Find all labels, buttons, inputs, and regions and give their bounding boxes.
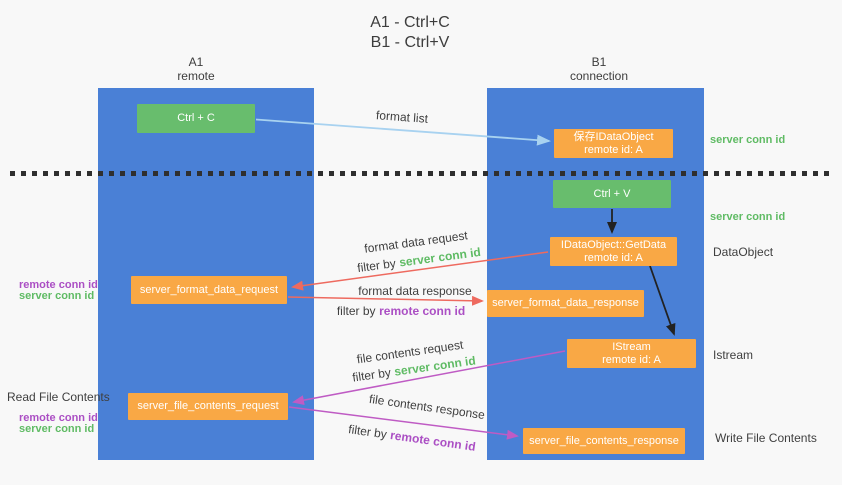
remote-conn-id-label: remote conn id [19,279,98,291]
lane-header-b1: B1 connection [539,55,659,83]
node-save-idataobject: 保存IDataObject remote id: A [554,129,673,158]
filter-by-text: filter by [356,256,397,276]
node-server-format-data-response-label: server_format_data_response [492,297,639,309]
server-conn-id-label: server conn id [19,290,95,302]
node-server-file-contents-response: server_file_contents_response [523,428,685,454]
node-server-file-contents-request: server_file_contents_request [128,393,288,420]
format-list-label: format list [375,108,429,126]
node-server-format-data-request-label: server_format_data_request [139,283,279,296]
node-save-idataobject-line2: remote id: A [584,143,643,156]
remote-conn-id-label: remote conn id [19,412,98,424]
title-line-2: B1 - Ctrl+V [370,34,450,51]
server-conn-id-label-mid: server conn id [710,211,786,223]
node-server-format-data-response: server_format_data_response [487,290,644,317]
node-istream-line1: IStream [612,340,651,353]
lane-a1-subtitle: remote [177,69,215,83]
remote-conn-id-text: remote conn id [379,304,466,318]
dataobject-label: DataObject [713,245,774,259]
node-server-file-contents-response-label: server_file_contents_response [529,434,679,447]
lane-header-a1: A1 remote [136,55,256,83]
filter-by-text: filter by [336,304,376,318]
node-save-idataobject-line1: 保存IDataObject [573,130,654,143]
node-ctrl-v: Ctrl + V [553,180,671,208]
node-ctrl-v-label: Ctrl + V [593,187,631,200]
server-conn-id-label: server conn id [19,423,95,435]
remote-conn-id-text: remote conn id [389,428,477,454]
lane-a1-id: A1 [188,55,204,69]
istream-label: Istream [713,348,754,362]
diagram-title: A1 - Ctrl+C B1 - Ctrl+V [330,13,490,53]
node-idataobject-getdata-line2: remote id: A [584,251,643,264]
node-istream-line2: remote id: A [602,353,661,366]
left-conn-id-block-2: remote conn id server conn id [19,413,98,435]
node-ctrl-c: Ctrl + C [137,104,255,133]
server-conn-id-label-top: server conn id [710,134,786,146]
lane-b1-subtitle: connection [569,69,629,83]
node-ctrl-c-label: Ctrl + C [177,112,215,124]
node-server-file-contents-request-label: server_file_contents_request [137,400,279,412]
node-idataobject-getdata-line1: IDataObject::GetData [560,238,667,251]
read-file-contents-label: Read File Contents [7,390,110,404]
write-file-contents-label: Write File Contents [715,431,817,445]
filter-by-text: filter by [351,365,392,385]
node-idataobject-getdata: IDataObject::GetData remote id: A [550,237,677,266]
node-istream: IStream remote id: A [567,339,696,368]
node-server-format-data-request: server_format_data_request [131,276,287,304]
lane-b1-id: B1 [591,55,607,69]
title-line-1: A1 - Ctrl+C [370,14,450,31]
format-data-response-label: format data response [358,284,472,298]
left-conn-id-block-1: remote conn id server conn id [19,280,98,302]
file-contents-response-label: file contents response [368,391,486,423]
filter-by-text: filter by [347,422,388,442]
